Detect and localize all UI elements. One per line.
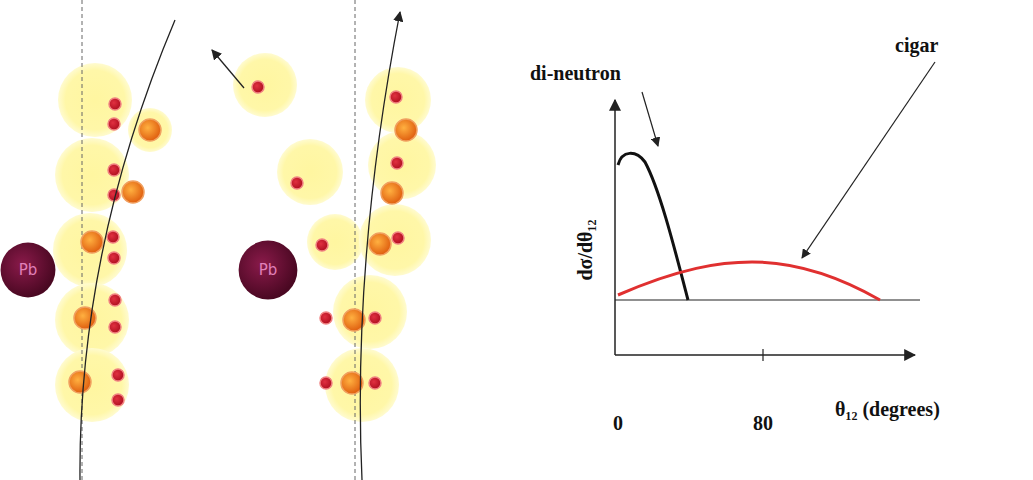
leader-arrow: [642, 92, 658, 146]
y-axis: [614, 100, 616, 355]
neutron: [320, 312, 332, 324]
tick-label: 0: [613, 412, 623, 434]
cigar-curve: [618, 262, 880, 300]
neutron: [369, 377, 381, 389]
proton: [369, 233, 391, 255]
proton: [69, 371, 91, 393]
tick-label: 80: [753, 412, 773, 434]
neutron: [107, 231, 119, 243]
nucleus-halo: [233, 53, 297, 117]
baseline: [615, 299, 920, 300]
neutron-arrow: [212, 50, 244, 88]
nucleus-disc: [239, 241, 298, 300]
proton: [381, 182, 403, 204]
nucleus-halo: [55, 283, 129, 357]
neutron: [112, 369, 124, 381]
neutron: [109, 98, 121, 110]
proton: [139, 119, 161, 141]
neutron: [316, 239, 328, 251]
proton: [395, 119, 417, 141]
neutron: [112, 394, 124, 406]
x-axis: [615, 354, 915, 356]
nucleus-label-box: Pb: [238, 240, 298, 300]
neutron: [109, 294, 121, 306]
nucleons: [69, 81, 417, 406]
nucleus-halo: [277, 139, 343, 205]
neutron: [252, 81, 264, 93]
nucleus-halo: [325, 348, 399, 422]
nucleus-label-box: Pb: [0, 242, 56, 298]
leader-arrow: [802, 62, 935, 258]
nucleus-disc: [1, 243, 56, 298]
proton: [122, 181, 144, 203]
neutron: [291, 177, 303, 189]
proton: [74, 307, 96, 329]
nucleus-halo: [55, 348, 129, 422]
nucleus-halo: [53, 53, 436, 422]
nucleus-halo: [333, 275, 407, 349]
neutron: [392, 232, 404, 244]
neutron: [109, 321, 121, 333]
neutron: [108, 164, 120, 176]
axis-title: dσ/dθ₁₂: [574, 219, 596, 280]
neutron: [390, 91, 402, 103]
neutron: [108, 252, 120, 264]
axis-title: θ₁₂ (degrees): [835, 398, 940, 420]
trajectory: [80, 20, 175, 480]
curve-label: cigar: [895, 34, 938, 56]
nucleus-halo: [55, 138, 129, 212]
trajectory: [360, 12, 400, 480]
neutron: [108, 118, 120, 130]
curve-label: di-neutron: [530, 62, 621, 84]
beam-axis: [355, 0, 356, 480]
tick: [762, 349, 763, 361]
nucleus-halo: [58, 63, 132, 137]
element-label: Pb: [259, 261, 278, 279]
neutron: [369, 312, 381, 324]
di-neutron-curve: [618, 153, 688, 300]
neutron: [320, 377, 332, 389]
neutron: [391, 157, 403, 169]
nucleus-halo: [53, 213, 127, 287]
lead-nucleus: Pb: [238, 240, 298, 300]
proton: [81, 231, 103, 253]
element-label: Pb: [19, 261, 38, 279]
lead-nucleus: Pb: [0, 242, 56, 298]
